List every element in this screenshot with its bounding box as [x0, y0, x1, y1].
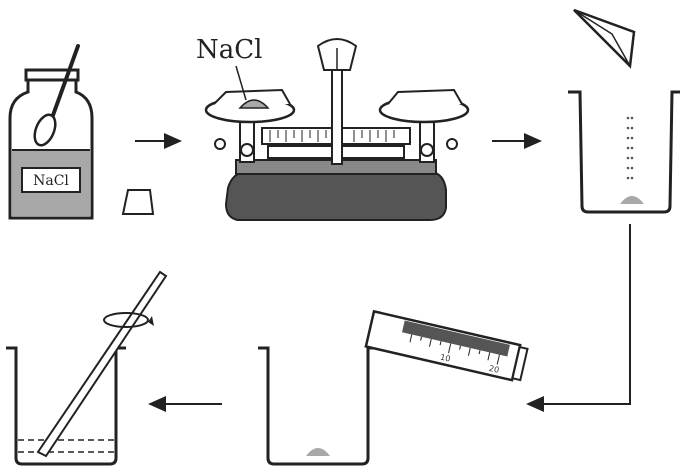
cylinder-tick-10: 10 — [439, 353, 451, 364]
spoon — [33, 44, 80, 147]
reagent-bottle: NaCl — [8, 68, 94, 220]
paper-funnel — [573, 8, 636, 69]
beaker-top-right — [568, 90, 680, 214]
bottle-label: NaCl — [33, 173, 69, 189]
bottle-label-box — [21, 167, 81, 193]
balance-label-leader — [235, 65, 247, 101]
balance-label: NaCl — [196, 35, 262, 65]
beaker-bottom-middle — [258, 346, 378, 466]
cylinder-tick-20: 20 — [488, 364, 500, 375]
graduated-cylinder: 10 20 — [364, 309, 529, 382]
beaker-bottom-left — [6, 346, 126, 466]
stirring-rod — [36, 270, 168, 458]
balance — [204, 38, 470, 221]
arrow-3 — [526, 224, 631, 412]
bottle-stopper — [121, 189, 155, 215]
